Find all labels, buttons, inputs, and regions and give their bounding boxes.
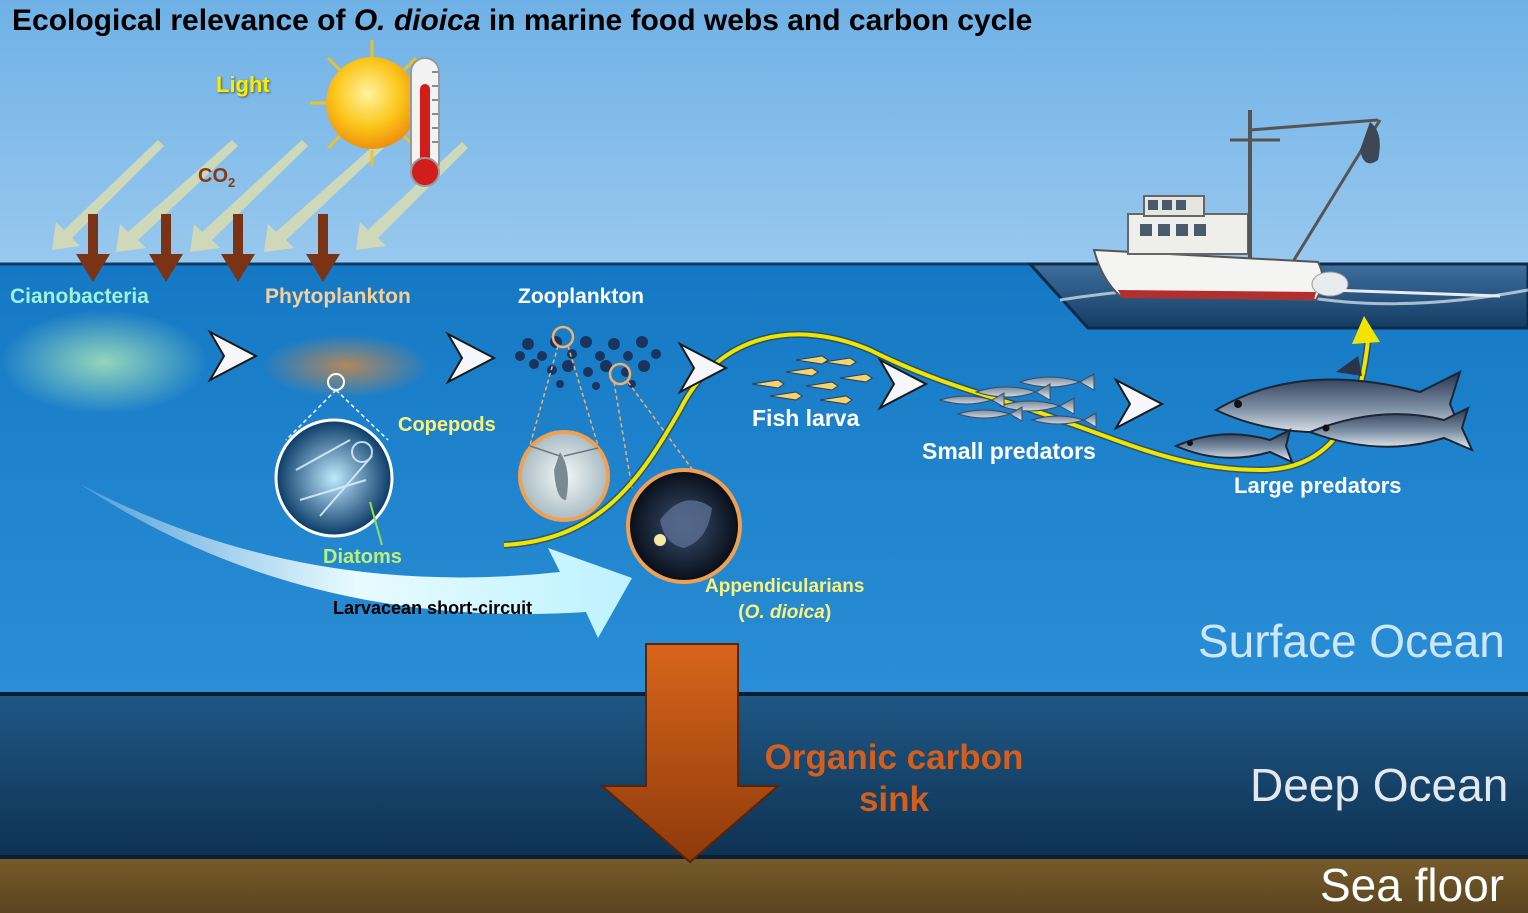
copepod-zoom-circle	[551, 325, 575, 349]
co2-main-text: CO	[198, 165, 228, 187]
co2-arrow-1	[76, 214, 110, 282]
organic-carbon-sink-arrow	[599, 643, 781, 864]
small-predators-school	[938, 373, 1097, 428]
diatom-zoom-line-left	[285, 389, 337, 441]
appendicularians-name: Appendicularians	[705, 576, 865, 597]
carbon-sink-line2: sink	[858, 780, 930, 819]
fish-icon	[1307, 406, 1474, 452]
sea-floor-band	[0, 859, 1528, 913]
deep-ocean-label: Deep Ocean	[1250, 759, 1509, 811]
chevron-right-icon	[445, 331, 497, 385]
light-ray-2	[116, 140, 238, 252]
fish-larva-school	[751, 355, 873, 405]
larvacean-short-circuit-label: Larvacean short-circuit	[333, 598, 533, 618]
flow-chevrons	[207, 329, 1165, 431]
diatom-zoom-line-right	[335, 389, 389, 441]
food-chain-line	[503, 332, 1370, 547]
co2-arrow-2	[149, 214, 183, 282]
light-ray-1	[52, 140, 164, 250]
light-ray-3	[190, 140, 308, 252]
fish-icon	[1173, 428, 1294, 464]
light-ray-4	[264, 140, 386, 252]
thermometer-icon	[410, 57, 440, 187]
chevron-right-icon	[1113, 377, 1165, 431]
large-predators-school	[1173, 356, 1474, 464]
large-predators-label: Large predators	[1234, 473, 1402, 498]
phytoplankton-cloud	[262, 334, 430, 398]
copepods-label: Copepods	[398, 414, 496, 436]
appendicularians-species-line: (O. dioica)	[738, 602, 832, 623]
organic-carbon-sink-label: Organic carbon sink	[762, 737, 1026, 821]
chevron-right-icon	[877, 357, 929, 411]
title-suffix: in marine food webs and carbon cycle	[480, 4, 1033, 37]
page-title: Ecological relevance of O. dioica in mar…	[12, 4, 1032, 38]
co2-arrow-3	[221, 214, 255, 282]
diatoms-pointer	[369, 501, 383, 546]
title-prefix: Ecological relevance of	[12, 4, 354, 37]
deep-ocean-band	[0, 696, 1528, 856]
fishing-boat-icon	[1092, 110, 1501, 302]
surface-deep-divider	[0, 692, 1528, 696]
sky-band	[0, 0, 1528, 264]
fish-larva-label: Fish larva	[752, 405, 860, 431]
co2-subscript: 2	[228, 175, 236, 190]
light-label: Light	[216, 72, 270, 97]
small-predators-label: Small predators	[922, 438, 1096, 464]
cyanobacteria-label: Cianobacteria	[10, 285, 149, 308]
appendicularians-label: Appendicularians (O. dioica)	[705, 574, 864, 626]
co2-arrows	[76, 214, 340, 282]
surface-ocean-label: Surface Ocean	[1198, 615, 1505, 667]
co2-label: CO2	[198, 165, 235, 190]
diatoms-label: Diatoms	[323, 546, 402, 568]
cyanobacteria-cloud	[0, 310, 208, 414]
deep-floor-divider	[0, 855, 1528, 859]
light-rays	[52, 140, 468, 252]
light-ray-5	[356, 142, 468, 250]
sun-icon	[310, 40, 436, 166]
zooplankton-label: Zooplankton	[518, 285, 644, 308]
chevron-right-icon	[677, 341, 729, 395]
food-chain-arrowhead	[1352, 316, 1380, 344]
title-species: O. dioica	[353, 4, 481, 37]
larvacean-short-circuit-arrow	[80, 484, 632, 638]
phytoplankton-label: Phytoplankton	[265, 285, 411, 308]
diatoms-photo	[274, 418, 394, 538]
sea-floor-label: Sea floor	[1320, 859, 1505, 911]
copepod-body	[554, 452, 568, 500]
carbon-sink-line1: Organic carbon	[764, 738, 1024, 777]
appendicularians-species: O. dioica	[744, 602, 825, 623]
appendicularian-zoom-circle	[608, 362, 632, 386]
chevron-right-icon	[207, 329, 259, 383]
co2-arrow-4	[306, 214, 340, 282]
